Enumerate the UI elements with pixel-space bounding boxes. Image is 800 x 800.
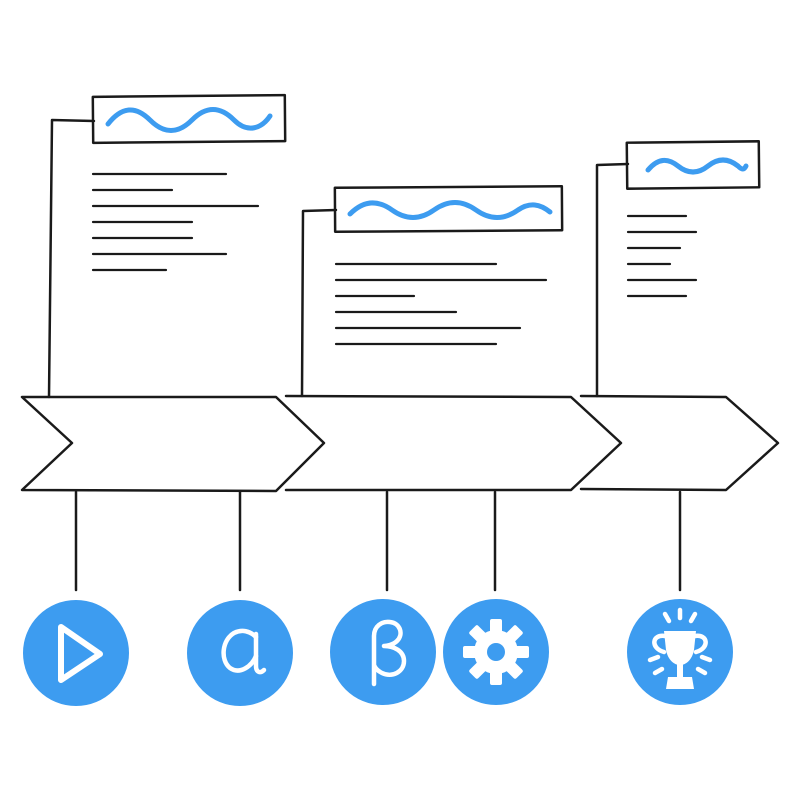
milestone-2-circle	[187, 600, 293, 706]
milestone-stems	[74, 490, 682, 592]
card-2	[300, 184, 564, 398]
card-1-heading-squiggle	[105, 107, 273, 133]
card-3-heading-box	[625, 140, 761, 190]
card-2-heading-box	[333, 184, 564, 234]
milestone-1	[23, 600, 129, 706]
card-1-heading-box	[91, 93, 287, 145]
card-1-text-lines	[91, 172, 260, 272]
milestone-3	[330, 599, 436, 705]
card-3	[595, 140, 761, 398]
card-2-text-lines	[334, 262, 548, 346]
card-3-connector	[595, 162, 630, 398]
timeline-arrow-3	[579, 394, 780, 492]
timeline-arrows	[20, 394, 780, 493]
play-icon	[58, 624, 103, 683]
card-2-connector	[300, 208, 338, 398]
card-1	[47, 93, 287, 399]
trophy-icon	[647, 607, 713, 689]
alpha-icon	[221, 628, 267, 675]
beta-icon	[371, 619, 407, 687]
card-3-text-lines	[626, 214, 698, 298]
milestone-5	[627, 599, 733, 705]
card-1-connector	[47, 118, 96, 399]
milestone-4	[443, 599, 549, 705]
timeline-arrow-1	[20, 395, 326, 493]
card-3-heading-squiggle	[645, 157, 749, 175]
milestone-2	[187, 600, 293, 706]
milestone-1-circle	[23, 600, 129, 706]
timeline-arrow-2	[284, 394, 623, 492]
gear-icon	[463, 619, 529, 685]
card-2-heading-squiggle	[347, 200, 553, 220]
milestone-3-circle	[330, 599, 436, 705]
